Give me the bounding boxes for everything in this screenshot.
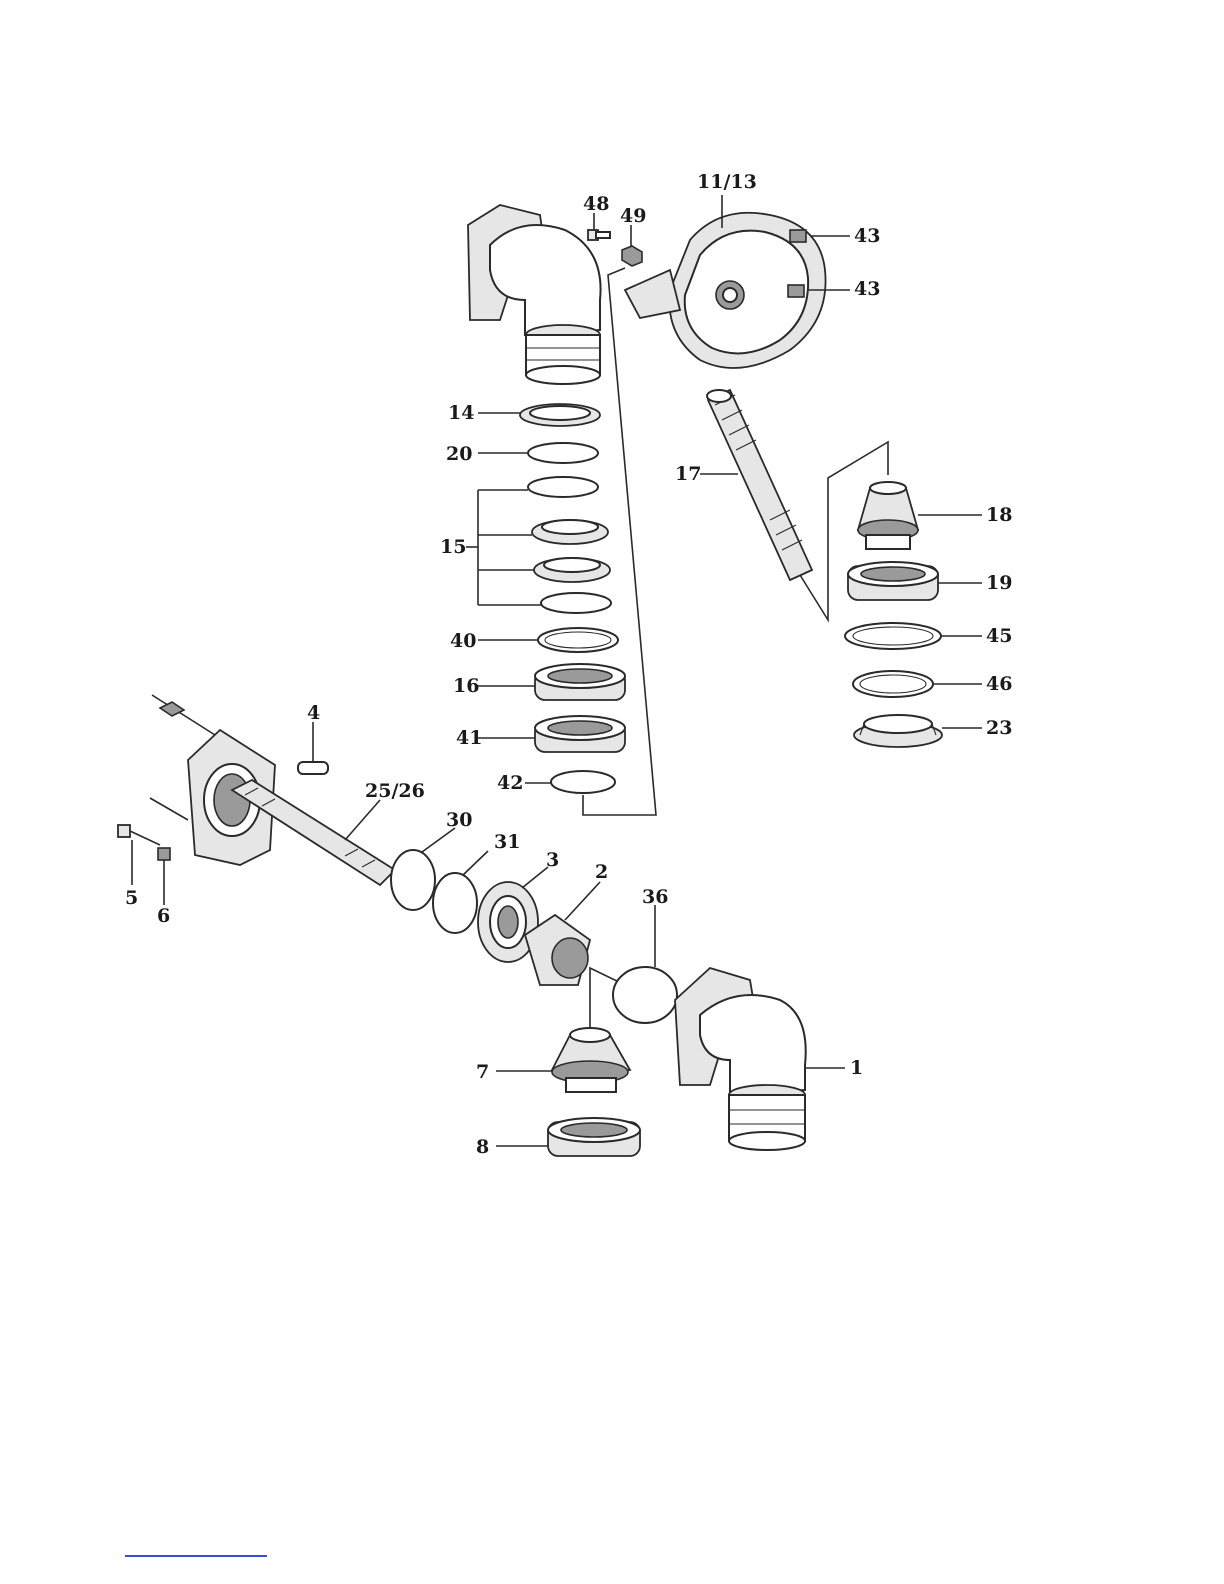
- callout-20: 20: [446, 443, 472, 465]
- circlip-40: [538, 628, 618, 652]
- callout-23: 23: [986, 717, 1012, 739]
- callout-25-26: 25/26: [365, 780, 425, 802]
- plug-43-lower: [788, 285, 804, 297]
- callout-1: 1: [850, 1057, 863, 1079]
- callout-40: 40: [450, 630, 476, 652]
- circlip-46: [853, 671, 933, 697]
- bearing-41: [535, 716, 625, 752]
- callout-5: 5: [125, 887, 138, 909]
- callout-7: 7: [476, 1061, 489, 1083]
- bearing-16: [535, 664, 625, 700]
- ring-20: [528, 443, 598, 463]
- callout-42: 42: [497, 772, 523, 794]
- callout-46: 46: [986, 673, 1012, 695]
- seal-14: [520, 404, 600, 426]
- callout-19: 19: [986, 572, 1012, 594]
- upper-elbow-housing: [468, 205, 601, 384]
- input-flange: [150, 695, 275, 865]
- callout-2: 2: [595, 861, 608, 883]
- shaft-17: [707, 390, 812, 580]
- washer-45: [845, 623, 941, 649]
- bearing-19: [848, 562, 938, 600]
- callout-43-lower: 43: [854, 278, 880, 300]
- bevel-gear-7: [552, 1028, 630, 1092]
- callout-48: 48: [583, 193, 609, 215]
- shims-15: [528, 477, 611, 613]
- pin-4: [298, 762, 328, 774]
- callout-3: 3: [546, 849, 559, 871]
- callout-49: 49: [620, 205, 646, 227]
- callout-41: 41: [456, 727, 482, 749]
- bearing-8: [548, 1118, 640, 1156]
- callout-14: 14: [448, 402, 474, 424]
- callout-8: 8: [476, 1136, 489, 1158]
- callout-31: 31: [494, 831, 520, 853]
- callout-36: 36: [642, 886, 668, 908]
- lower-elbow-housing: [675, 968, 806, 1150]
- callout-18: 18: [986, 504, 1012, 526]
- callout-43-upper: 43: [854, 225, 880, 247]
- footer-link-underline[interactable]: [125, 1555, 267, 1557]
- callout-6: 6: [157, 905, 170, 927]
- callout-4: 4: [307, 702, 320, 724]
- bevel-gear-18: [858, 482, 918, 549]
- callout-17: 17: [675, 463, 701, 485]
- ring-31: [433, 873, 477, 933]
- callout-16: 16: [453, 675, 479, 697]
- callout-15: 15: [440, 536, 466, 558]
- seal-23: [854, 715, 942, 747]
- callout-11-13: 11/13: [697, 171, 757, 193]
- screw-48: [588, 230, 610, 240]
- circlip-42: [551, 771, 615, 793]
- oring-36: [613, 967, 677, 1023]
- washer-6: [158, 848, 170, 860]
- callout-45: 45: [986, 625, 1012, 647]
- callout-30: 30: [446, 809, 472, 831]
- nut-49: [622, 246, 642, 266]
- plug-43-upper: [790, 230, 806, 242]
- circlip-30: [391, 850, 435, 910]
- bolt-5: [118, 825, 160, 845]
